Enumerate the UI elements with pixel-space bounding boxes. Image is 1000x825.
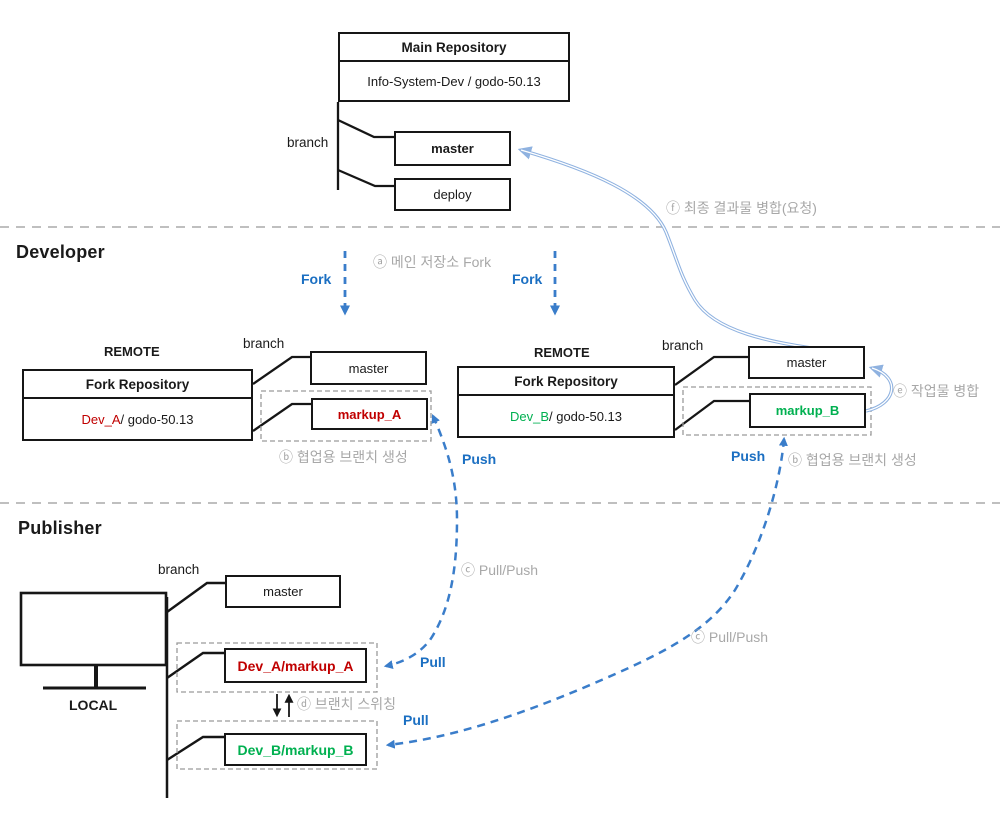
monitor-icon <box>19 591 168 690</box>
pull-push-curve-right <box>385 436 788 749</box>
main-branch-label: branch <box>287 135 329 150</box>
fork-a-repository-box: Fork Repository Dev_A / godo-50.13 <box>22 369 253 441</box>
local-branch-lines <box>165 581 225 798</box>
push-label-left: Push <box>462 451 497 467</box>
push-label-right: Push <box>731 448 766 464</box>
fork-b-master-box: master <box>748 346 865 379</box>
remote-label-a: REMOTE <box>104 344 160 359</box>
fork-a-master-box: master <box>310 351 427 385</box>
fork-b-repository-box: Fork Repository Dev_B / godo-50.13 <box>457 366 675 438</box>
fork-b-owner: Dev_B <box>509 408 549 424</box>
main-deploy-branch-box: deploy <box>394 178 511 211</box>
fork-a-suffix: / godo-50.13 <box>120 411 194 427</box>
section-label-developer: Developer <box>16 242 105 262</box>
fork-a-branch-label: branch <box>243 336 285 351</box>
fork-b-suffix: / godo-50.13 <box>549 408 623 424</box>
main-repo-branch-lines <box>336 102 394 190</box>
fork-a-name: Dev_A / godo-50.13 <box>24 399 251 439</box>
fork-b-markup-box: markup_B <box>749 393 866 428</box>
annotation-pull-push-right: ⓒ Pull/Push <box>691 629 769 645</box>
annotation-pull-push-left: ⓒ Pull/Push <box>461 562 539 578</box>
pull-label-a: Pull <box>420 654 446 670</box>
main-master-branch-box: master <box>394 131 511 166</box>
annotation-branch-create-left: ⓑ 협업용 브랜치 생성 <box>279 449 408 465</box>
main-repository-box: Main Repository Info-System-Dev / godo-5… <box>338 32 570 102</box>
annotation-work-merge: ⓔ 작업물 병합 <box>893 383 980 399</box>
local-branch-b-box: Dev_B/markup_B <box>224 733 367 766</box>
pull-label-b: Pull <box>403 712 429 728</box>
annotation-branch-create-right: ⓑ 협업용 브랜치 생성 <box>788 452 917 468</box>
fork-a-branch-lines <box>252 355 311 432</box>
section-label-publisher: Publisher <box>18 518 102 538</box>
fork-label-right: Fork <box>512 271 543 287</box>
local-label: LOCAL <box>69 697 118 713</box>
fork-b-name: Dev_B / godo-50.13 <box>459 396 673 436</box>
remote-label-b: REMOTE <box>534 345 590 360</box>
fork-a-markup-box: markup_A <box>311 398 428 430</box>
branch-switch-arrows <box>272 693 294 718</box>
main-repository-title: Main Repository <box>340 34 568 62</box>
annotation-branch-switch: ⓓ 브랜치 스위칭 <box>297 696 397 712</box>
local-branch-label: branch <box>158 562 200 577</box>
fork-a-owner: Dev_A <box>81 411 121 427</box>
local-branch-a-box: Dev_A/markup_A <box>224 648 367 683</box>
local-branch-group-b <box>176 720 378 770</box>
fork-label-left: Fork <box>301 271 332 287</box>
work-merge-curve <box>865 364 894 413</box>
annotation-final-merge: ⓕ 최종 결과물 병합(요청) <box>666 200 817 216</box>
fork-b-branch-lines <box>674 355 749 431</box>
annotation-main-fork: ⓐ 메인 저장소 Fork <box>373 254 492 270</box>
fork-b-title: Fork Repository <box>459 368 673 396</box>
fork-a-title: Fork Repository <box>24 371 251 399</box>
local-master-box: master <box>225 575 341 608</box>
fork-b-branch-label: branch <box>662 338 704 353</box>
main-repository-name: Info-System-Dev / godo-50.13 <box>367 73 541 89</box>
merge-request-curve <box>517 146 825 352</box>
local-branch-group-a <box>176 642 378 693</box>
